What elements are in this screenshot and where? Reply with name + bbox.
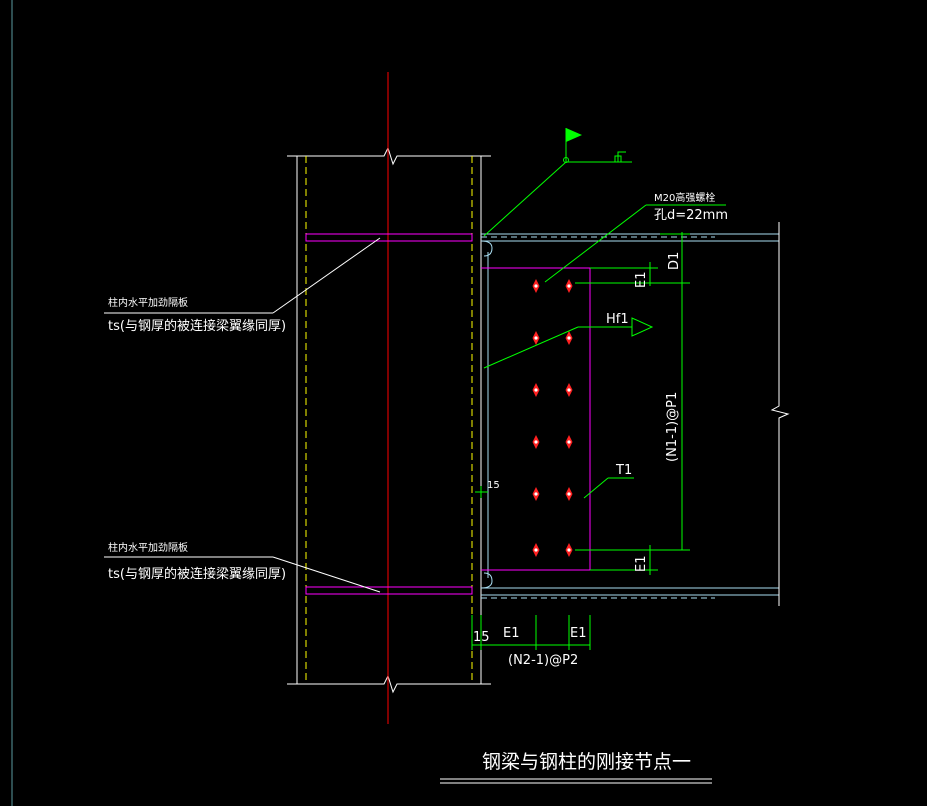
drawing-title-text: 钢梁与钢柱的刚接节点一 <box>482 751 691 773</box>
bolt-hole <box>565 435 573 449</box>
shear-plate <box>481 267 591 571</box>
weld-flag-leader <box>483 161 567 237</box>
bolt-hole <box>532 279 540 293</box>
bolt-hole <box>565 331 573 345</box>
labels: 柱内水平加劲隔板 ts(与钢厚的被连接梁翼缘同厚) 柱内水平加劲隔板 ts(与钢… <box>108 191 728 668</box>
e1-bottom-label: E1 <box>634 556 649 573</box>
bolt-center <box>567 336 571 340</box>
bolt-center <box>534 336 538 340</box>
horizontal-pitch-label: (N2-1)@P2 <box>508 653 578 668</box>
stiffener-bottom-label-1: 柱内水平加劲隔板 <box>108 541 188 554</box>
bolt-hole <box>532 487 540 501</box>
bolt-hole <box>532 331 540 345</box>
bolt-hole <box>565 487 573 501</box>
d1-label: D1 <box>667 252 682 270</box>
bolt-hole <box>565 279 573 293</box>
vertical-pitch-label: (N1-1)@P1 <box>665 392 680 462</box>
t1-leader <box>583 477 609 499</box>
bolt-hole <box>565 543 573 557</box>
bolt-center <box>567 388 571 392</box>
column-bottom-stiffener <box>305 586 473 595</box>
bolt-center <box>534 440 538 444</box>
e1-top-label: E1 <box>634 272 649 289</box>
steel-column <box>287 72 491 724</box>
bolt-center <box>567 440 571 444</box>
bolt-hole <box>532 543 540 557</box>
bolt-spec-label: M20高强螺栓 <box>654 191 715 204</box>
dimensions <box>471 232 690 650</box>
leaders <box>483 128 726 499</box>
hf1-label: Hf1 <box>606 312 629 327</box>
hf1-arrow-icon <box>631 317 654 337</box>
weld-symbol-icon <box>617 151 626 162</box>
stiffener-bottom-label-2: ts(与钢厚的被连接梁翼缘同厚) <box>108 566 286 582</box>
bolt-hole <box>532 383 540 397</box>
t1-label: T1 <box>615 463 632 478</box>
bolt-center <box>534 388 538 392</box>
beam-right-break-line <box>770 222 790 606</box>
bolt-center <box>567 492 571 496</box>
steel-beam <box>480 222 790 606</box>
weld-flag-icon <box>566 128 582 142</box>
gap-15-label: 15 <box>487 480 500 491</box>
bolt-center <box>567 548 571 552</box>
stiffener-top-leader <box>272 237 381 314</box>
bolt-hole <box>532 435 540 449</box>
column-top-break-line <box>287 146 491 166</box>
stiffener-leaders <box>104 237 381 593</box>
bolt-center <box>534 284 538 288</box>
drawing-title: 钢梁与钢柱的刚接节点一 <box>440 751 712 784</box>
weld-symbol-box-icon <box>614 155 622 163</box>
bolt-leader <box>544 204 647 283</box>
hf1-leader <box>483 326 579 369</box>
bolt-group <box>532 279 573 557</box>
stiffener-bottom-leader <box>272 556 381 593</box>
hole-spec-label: 孔d=22mm <box>654 208 728 223</box>
dim-15-label: 15 <box>473 630 490 645</box>
bolt-center <box>534 548 538 552</box>
dim-e1-right-label: E1 <box>570 626 587 641</box>
dim-e1-left-label: E1 <box>503 626 520 641</box>
stiffener-top-label-1: 柱内水平加劲隔板 <box>108 296 188 309</box>
column-top-stiffener <box>305 233 473 242</box>
bolt-hole <box>565 383 573 397</box>
bolt-center <box>534 492 538 496</box>
beam-bottom-scallop <box>480 572 493 589</box>
column-bottom-break-line <box>287 674 491 694</box>
stiffener-top-label-2: ts(与钢厚的被连接梁翼缘同厚) <box>108 318 286 334</box>
beam-top-scallop <box>480 240 493 257</box>
bolt-center <box>567 284 571 288</box>
